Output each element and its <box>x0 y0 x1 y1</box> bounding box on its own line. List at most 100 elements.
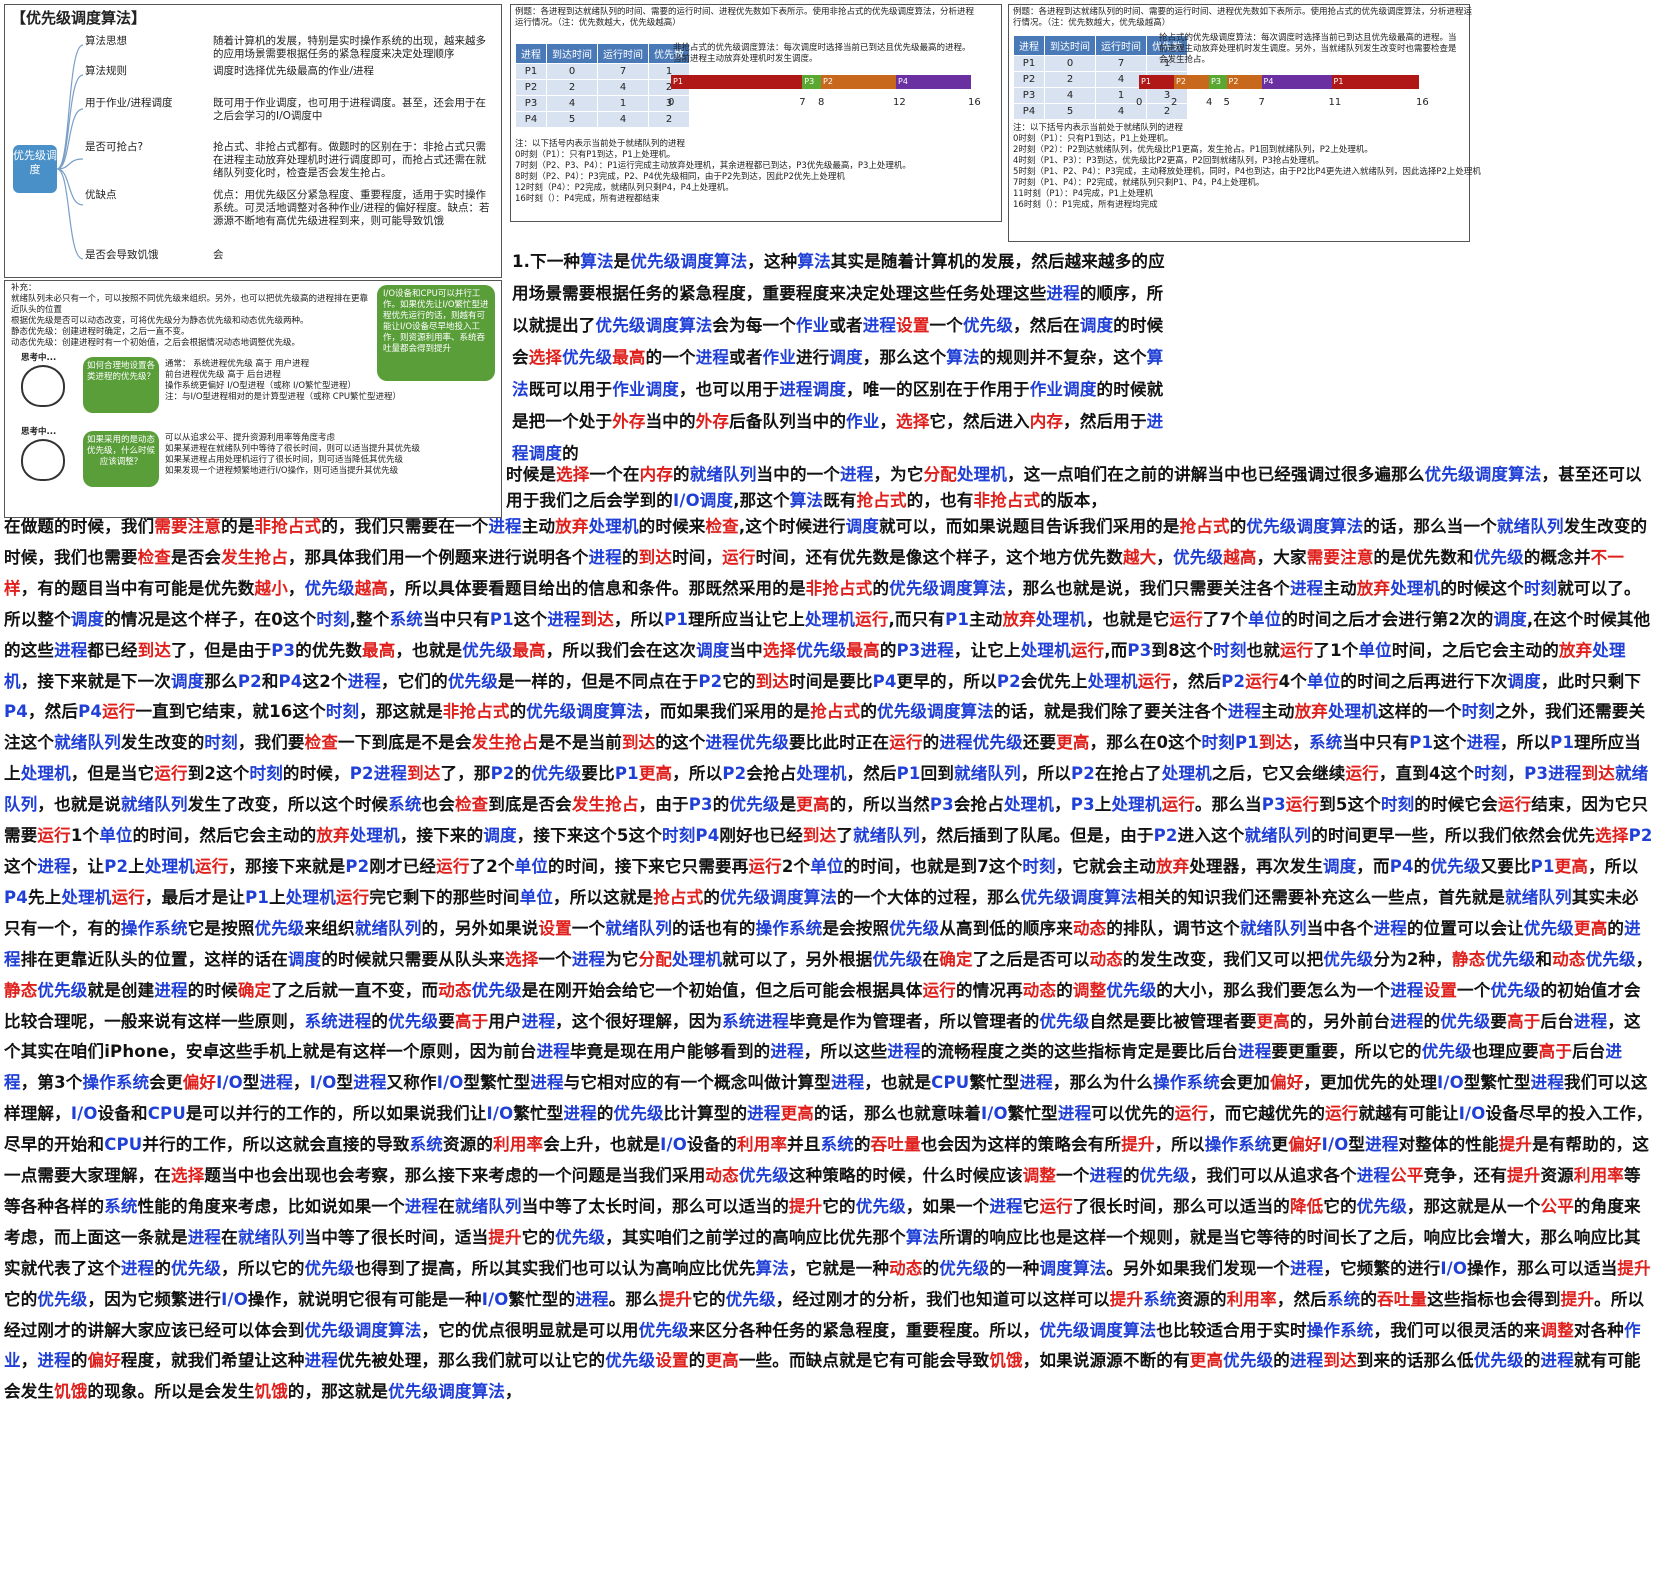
gantt-segment: P1 <box>671 75 803 89</box>
thinking-label: 思考中... <box>21 353 57 363</box>
table-cell: 7 <box>597 63 649 80</box>
mindmap-row-value: 抢占式、非抢占式都有。做题时的区别在于：非抢占式只需在进程主动放弃处理机时进行调… <box>213 141 486 179</box>
table-cell: 3 <box>648 95 690 112</box>
table-header: 到达时间 <box>1044 35 1096 56</box>
table-cell: 4 <box>1095 71 1147 88</box>
mindmap-row-value: 会 <box>213 249 224 261</box>
rabbit-face-icon <box>21 439 65 481</box>
note-line: 0时刻（P1）：只有P1到达，P1上处理机。 <box>515 150 676 160</box>
table-cell: 2 <box>546 79 598 96</box>
table-header: 运行时间 <box>597 43 649 64</box>
supplement-line: 补充： <box>11 283 37 293</box>
question-bubble-2: 如果采用的是动态优先级，什么时候应该调整？ <box>83 431 159 487</box>
table-cell: P2 <box>515 79 547 96</box>
gantt-tick: 7 <box>1258 97 1265 108</box>
answer-line: 如果某进程在就绪队列中等待了很长时间，则可以适当提升其优先级 <box>165 444 421 454</box>
table-cell: 4 <box>597 111 649 128</box>
supplement-line: 静态优先级：创建进程时确定，之后一直不变。 <box>11 327 190 337</box>
supplement-line: 动态优先级：创建进程时有一个初始值，之后会根据情况动态地调整优先级。 <box>11 338 301 348</box>
mindmap-title: 【优先级调度算法】 <box>11 9 147 27</box>
gantt-tick: 0 <box>668 97 675 108</box>
table-cell: P2 <box>1013 71 1045 88</box>
gantt-segment: P2 <box>821 75 896 89</box>
table-header: 优先数 <box>1146 35 1188 56</box>
table-cell: 4 <box>1044 87 1096 104</box>
answer-line: 操作系统更偏好 I/O型进程（或称 I/O繁忙型进程） <box>165 381 357 391</box>
table-cell: 2 <box>1044 71 1096 88</box>
gantt-segment: P2 <box>1226 75 1262 89</box>
mindmap-row-label: 是否会导致饥饿 <box>85 249 159 261</box>
answer-line: 注：与I/O型进程相对的是计算型进程（或称 CPU繁忙型进程） <box>165 392 402 402</box>
table-cell: 4 <box>1095 103 1147 120</box>
table-header: 进程 <box>1013 35 1045 56</box>
example-title: 例题：各进程到达就绪队列的时间、需要的运行时间、进程优先数如下表所示。使用抢占式… <box>1013 7 1473 28</box>
note-line: 12时刻（P4）：P2完成，就绪队列只剩P4，P4上处理机。 <box>515 183 734 193</box>
table-cell: 2 <box>1146 103 1188 120</box>
gantt-segment: P3 <box>1209 75 1227 89</box>
table-cell: 1 <box>1146 55 1188 72</box>
table-cell: 4 <box>546 95 598 112</box>
supplement-line: 根据优先级是否可以动态改变，可将优先级分为静态优先级和动态优先级两种。 <box>11 316 309 326</box>
answer-line: 通常： 系统进程优先级 高于 用户进程 <box>165 359 310 369</box>
gantt-segment: P4 <box>896 75 971 89</box>
algorithm-description: 抢占式的优先级调度算法：每次调度时选择当前已到达且优先级最高的进程。当前进程主动… <box>1159 33 1457 65</box>
mindmap-row-label: 优缺点 <box>85 189 117 201</box>
algorithm-description: 非抢占式的优先级调度算法：每次调度时选择当前已到达且优先级最高的进程。当前进程主… <box>673 43 971 64</box>
gantt-tick: 4 <box>1206 97 1213 108</box>
rabbit-face-icon <box>21 365 65 407</box>
mindmap-row-value: 调度时选择优先级最高的作业/进程 <box>213 65 375 77</box>
table-header: 到达时间 <box>546 43 598 64</box>
table-cell: 4 <box>597 79 649 96</box>
table-cell: P1 <box>1013 55 1045 72</box>
mindmap-row-label: 是否可抢占? <box>85 141 144 153</box>
table-cell: 0 <box>546 63 598 80</box>
table-cell: 1 <box>597 95 649 112</box>
mindmap-row-label: 算法思想 <box>85 35 127 47</box>
note-line: 5时刻（P1、P2、P4）：P3完成，主动释放处理机，同时，P4也到达，由于P2… <box>1013 167 1481 177</box>
gantt-tick: 2 <box>1171 97 1178 108</box>
supplement-line: 就绪队列未必只有一个，可以按照不同优先级来组织。另外，也可以把优先级高的进程排在… <box>11 294 369 315</box>
note-line: 7时刻（P1、P4）：P2完成，就绪队列只剩P1、P4，P4上处理机。 <box>1013 178 1265 188</box>
answer-line: 前台进程优先级 高于 后台进程 <box>165 370 281 380</box>
note-line: 4时刻（P1、P3）：P3到达，优先级比P2更高，P2回到就绪队列，P3抢占处理… <box>1013 156 1324 166</box>
transcript-paragraph-2: 时候是选择一个在内存的就绪队列当中的一个进程，为它分配处理机，这一点咱们在之前的… <box>506 465 1642 510</box>
answer-line: 如果某进程占用处理机运行了很长时间，则可适当降低其优先级 <box>165 455 404 465</box>
table-header: 运行时间 <box>1095 35 1147 56</box>
note-line: 8时刻（P2、P4）：P3完成，P2、P4优先级相同，由于P2先到达，因此P2优… <box>515 172 845 182</box>
table-cell: 5 <box>546 111 598 128</box>
answer-1: 通常： 系统进程优先级 高于 用户进程前台进程优先级 高于 后台进程操作系统更偏… <box>165 359 495 403</box>
mindmap-panel: 【优先级调度算法】 优先级调度 算法思想随着计算机的发展，特别是实时操作系统的出… <box>4 4 502 278</box>
thinking-label: 思考中... <box>21 427 57 437</box>
table-cell: 1 <box>1095 87 1147 104</box>
answer-line: 可以从追求公平、提升资源利用率等角度考虑 <box>165 433 336 443</box>
gantt-segment: P4 <box>1261 75 1332 89</box>
gantt-segment: P2 <box>1174 75 1209 89</box>
note-line: 注：以下括号内表示当前处于就绪队列的进程 <box>1013 123 1184 133</box>
thinking-avatar-2: 思考中... <box>11 425 81 487</box>
note-line: 0时刻（P1）：只有P1到达，P1上处理机。 <box>1013 134 1174 144</box>
gantt-tick: 5 <box>1223 97 1230 108</box>
gantt-segment: P1 <box>1139 75 1174 89</box>
gantt-tick: 8 <box>818 97 825 108</box>
note-line: 2时刻（P2）：P2到达就绪队列，优先级比P1更高，发生抢占。P1回到就绪队列，… <box>1013 145 1373 155</box>
supplement-panel: 补充：就绪队列未必只有一个，可以按照不同优先级来组织。另外，也可以把优先级高的进… <box>4 280 502 518</box>
mindmap-row-label: 算法规则 <box>85 65 127 77</box>
table-cell: P3 <box>515 95 547 112</box>
table-cell: 0 <box>1044 55 1096 72</box>
example-preemptive: 例题：各进程到达就绪队列的时间、需要的运行时间、进程优先数如下表所示。使用抢占式… <box>1008 4 1481 242</box>
transcript-paragraph-3: 在做题的时候，我们需要注意的是非抢占式的，我们只需要在一个进程主动放弃处理机的时… <box>4 517 1653 1402</box>
table-cell: P3 <box>1013 87 1045 104</box>
mindmap-connector <box>56 44 84 260</box>
note-line: 注：以下括号内表示当前处于就绪队列的进程 <box>515 139 686 149</box>
table-cell: P4 <box>1013 103 1045 120</box>
